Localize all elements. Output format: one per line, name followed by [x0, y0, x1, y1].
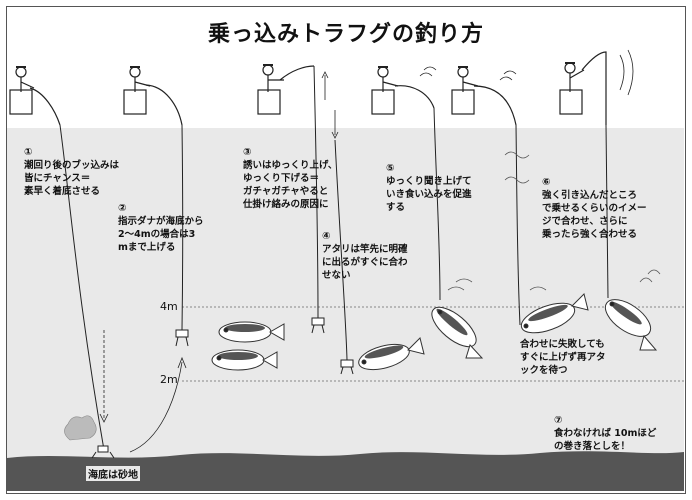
line-5: [433, 107, 441, 301]
rig-3: [311, 317, 325, 334]
step-2-number: ②: [118, 203, 127, 214]
step-3-text: 誘いはゆっくり上げ、 ゆっくり下げる＝ ガチャガチャやると 仕掛け絡みの原因に: [243, 160, 338, 210]
line-3: [313, 65, 319, 319]
angler-4: [371, 66, 437, 115]
step-1-number: ①: [24, 147, 33, 158]
step-6-text: 強く引き込んだところ で乗せるくらいのイメー ジで合わせ、さらに 乗ったら強く合…: [542, 190, 647, 240]
rig-2: [175, 329, 189, 347]
step-5-text: ゆっくり聞き上げて いき食い込みを促進 する: [386, 176, 472, 213]
line-4: [334, 139, 348, 361]
fish-5: [520, 293, 589, 334]
step-7-text: 食わなければ 10mほど の巻き落としを！: [554, 428, 657, 452]
water-area: [7, 128, 684, 458]
angler-2: [123, 66, 183, 126]
raise-arrow: [129, 361, 183, 453]
rig-bottom: [91, 445, 115, 459]
motion-marks: [447, 151, 661, 291]
angler-1: [9, 66, 61, 126]
step-6: ⑥ 強く引き込んだところ で乗せるくらいのイメー ジで合わせ、さらに 乗ったら強…: [542, 170, 647, 241]
angler-6: [559, 49, 634, 125]
step-5-number: ⑤: [386, 163, 395, 174]
fish-4: [431, 306, 484, 359]
depth-label-2m: 2m: [160, 373, 178, 386]
step-2: ② 指示ダナが海底から 2〜4mの場合は3 mまで上げる: [118, 196, 204, 254]
step-5: ⑤ ゆっくり聞き上げて いき食い込みを促進 する: [386, 156, 472, 214]
seabed-label: 海底は砂地: [86, 466, 140, 481]
step-3: ③ 誘いはゆっくり上げ、 ゆっくり下げる＝ ガチャガチャやると 仕掛け絡みの原因…: [243, 140, 337, 211]
angler-3: [257, 64, 339, 139]
step-4-number: ④: [322, 231, 331, 242]
step-2-text: 指示ダナが海底から 2〜4mの場合は3 mまで上げる: [118, 216, 204, 253]
step-7-number: ⑦: [554, 415, 563, 426]
seabed: [7, 451, 684, 491]
line-7: [605, 124, 609, 299]
step-6-number: ⑥: [542, 177, 551, 188]
step-4: ④ アタリは竿先に明確 に出るがすぐに合わ せない: [322, 224, 408, 282]
angler-5: [451, 66, 517, 126]
fish-2: [211, 349, 278, 371]
rig-4: [340, 359, 354, 375]
depth-label-4m: 4m: [160, 300, 178, 313]
step-7: ⑦ 食わなければ 10mほど の巻き落としを！: [554, 408, 656, 453]
step-3-number: ③: [243, 147, 252, 158]
line-2: [181, 124, 184, 331]
fish-1: [218, 321, 285, 343]
fish-3: [358, 337, 425, 371]
step-4-text: アタリは竿先に明確 に出るがすぐに合わ せない: [322, 244, 408, 281]
sand-splash: [64, 415, 97, 441]
lines: [59, 65, 609, 451]
page-title: 乗っ込みトラフグの釣り方: [207, 22, 484, 47]
line-1: [59, 124, 105, 451]
fish-6: [604, 299, 658, 351]
retry-note: 合わせに失敗しても すぐに上げず再アタ ックを待つ: [520, 339, 606, 376]
step-1: ① 潮回り後のブッ込みは 皆にチャンス＝ 素早く着底させる: [24, 140, 119, 198]
step-1-text: 潮回り後のブッ込みは 皆にチャンス＝ 素早く着底させる: [24, 160, 120, 197]
line-6: [515, 124, 521, 326]
